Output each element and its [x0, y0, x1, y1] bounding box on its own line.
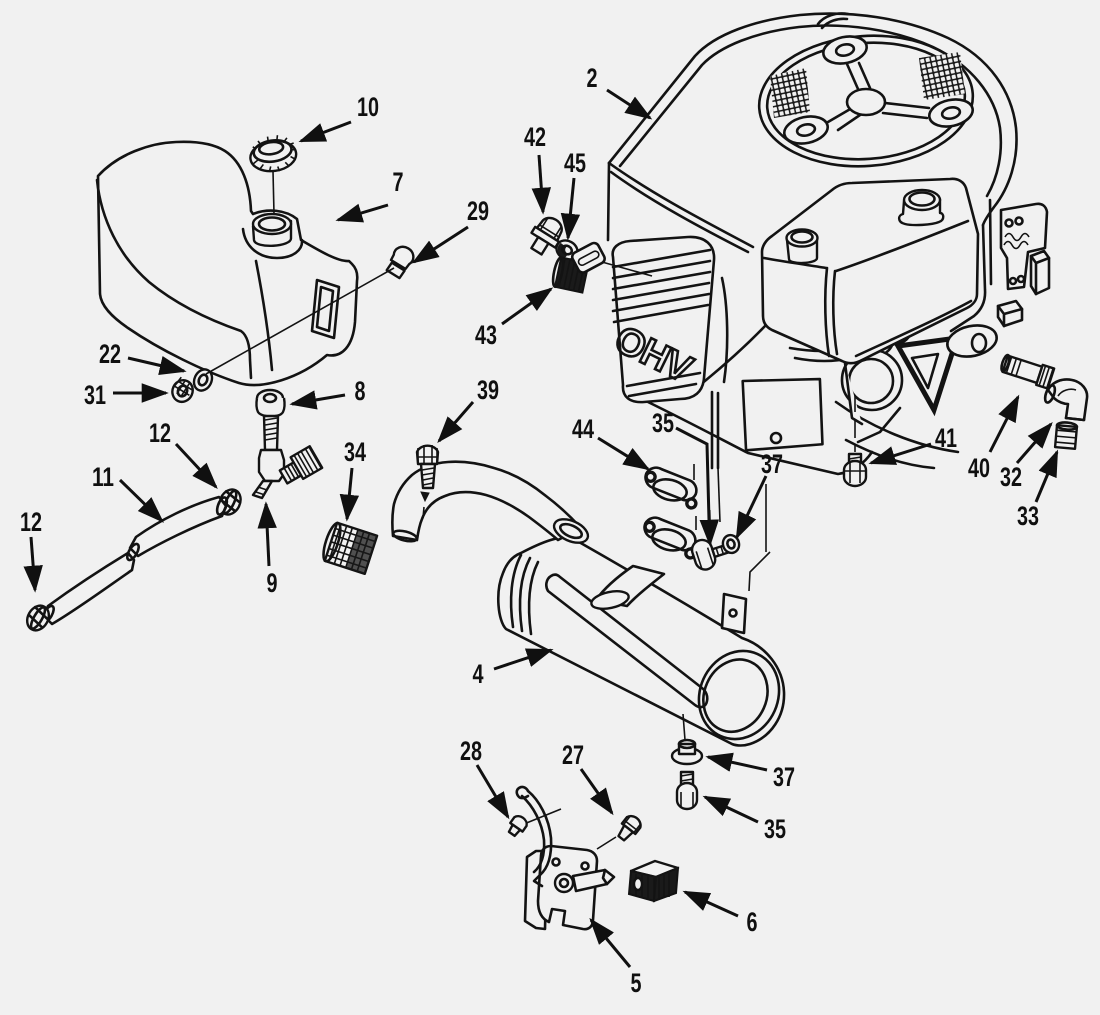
svg-text:35: 35: [764, 814, 786, 844]
svg-text:7: 7: [393, 167, 404, 197]
svg-text:37: 37: [761, 449, 783, 479]
svg-text:32: 32: [1000, 462, 1022, 492]
svg-text:35: 35: [652, 408, 674, 438]
svg-text:4: 4: [473, 659, 484, 689]
svg-text:34: 34: [344, 437, 366, 467]
svg-text:22: 22: [99, 339, 121, 369]
svg-text:2: 2: [587, 63, 598, 93]
svg-text:41: 41: [935, 423, 957, 453]
svg-text:42: 42: [524, 122, 546, 152]
svg-text:31: 31: [84, 380, 106, 410]
svg-text:40: 40: [968, 453, 990, 483]
svg-text:10: 10: [357, 92, 379, 122]
svg-text:44: 44: [572, 414, 594, 444]
svg-text:11: 11: [92, 462, 114, 492]
svg-text:37: 37: [773, 762, 795, 792]
svg-text:28: 28: [460, 736, 482, 766]
svg-text:43: 43: [475, 320, 497, 350]
svg-text:39: 39: [477, 375, 499, 405]
svg-text:12: 12: [149, 418, 171, 448]
svg-text:5: 5: [631, 968, 642, 998]
svg-text:29: 29: [467, 196, 489, 226]
svg-text:8: 8: [355, 376, 366, 406]
svg-text:9: 9: [267, 568, 278, 598]
svg-text:45: 45: [564, 148, 586, 178]
svg-text:27: 27: [562, 740, 584, 770]
svg-text:6: 6: [747, 907, 758, 937]
svg-text:33: 33: [1017, 501, 1039, 531]
svg-text:12: 12: [20, 507, 42, 537]
